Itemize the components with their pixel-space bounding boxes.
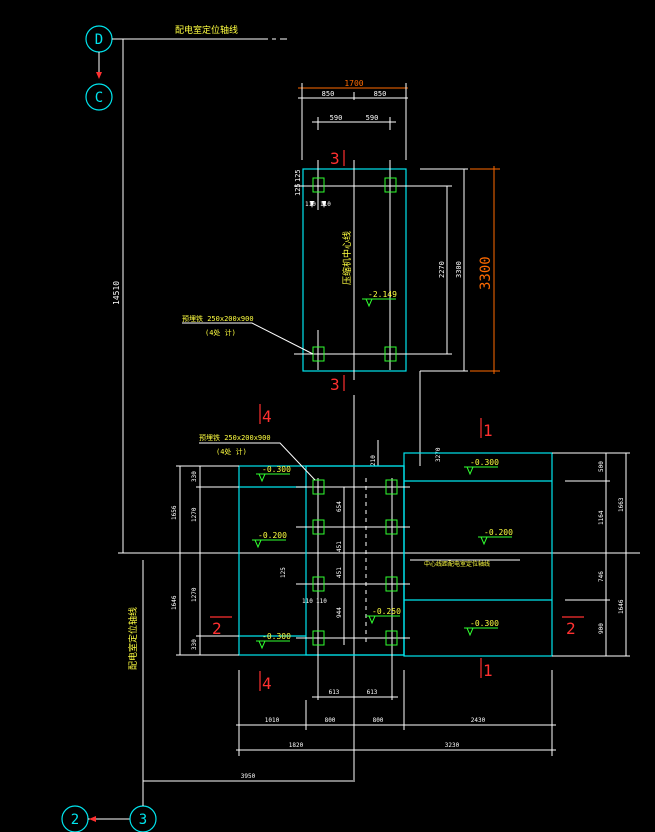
level-b: -0.200 [258,531,287,540]
axis-bubble-2: 2 [61,805,89,832]
dim-3300-big: 3300 [478,256,494,290]
section-1-top: 1 [483,421,493,440]
arrow-head [96,72,102,79]
level-top: -2.149 [368,290,397,299]
level-e: -0.200 [484,528,513,537]
arrow-head [89,816,96,822]
dim-613b: 613 [367,689,378,696]
embed-note-top: 预埋铁 250x200x900 [182,314,254,323]
section-1-bottom: 1 [483,661,493,680]
dim-1820: 1820 [289,742,304,749]
dim-590-right: 590 [366,114,379,122]
axis-line-label-left: 配电室定位轴线 [127,607,139,670]
dim-1164: 1164 [598,510,605,525]
dim-850-left: 850 [322,90,335,98]
axis-line-label-top: 配电室定位轴线 [175,24,238,36]
dim-330b: 330 [191,639,198,650]
dim-110d: 110 [316,598,327,605]
dim-451b: 451 [336,567,343,578]
dim-1663: 1663 [618,497,625,512]
dim-1656: 1656 [171,505,178,520]
dim-14510: 14510 [112,281,121,305]
section-3-bottom: 3 [330,375,340,394]
bottom-grid [296,478,410,700]
top-foundation [294,160,440,380]
dim-500: 500 [598,461,605,472]
svg-text:3: 3 [139,812,147,828]
level-d: -0.300 [470,458,499,467]
dim-330a: 330 [191,471,198,482]
svg-text:D: D [95,32,103,48]
dim-210: 210 [370,455,377,466]
dim-2430: 2430 [471,717,486,724]
dim-944: 944 [336,607,343,618]
bottom-left-dims [176,465,239,656]
section-2-left: 2 [212,619,222,638]
dim-800a: 800 [325,717,336,724]
embed-note-bottom: 预埋铁 250x200x900 [199,433,271,442]
dim-125: 125 [280,567,287,578]
dim-3230: 3230 [445,742,460,749]
dim-1646-right: 1646 [618,599,625,614]
embed-plate [384,346,397,362]
dim-3270: 3270 [435,447,442,462]
axis-bubble-3: 3 [129,805,157,832]
dim-654: 654 [336,501,343,512]
axis-bubble-c: C [85,83,113,111]
dim-746: 746 [598,571,605,582]
dim-1646-left: 1646 [171,595,178,610]
dim-125a: 125 [294,183,302,196]
dim-1010: 1010 [265,717,280,724]
compressor-center-label: 压缩机中心线 [341,231,353,285]
dim-613a: 613 [329,689,340,696]
leader-line [199,442,316,481]
svg-text:C: C [95,90,103,106]
dim-800b: 800 [373,717,384,724]
bottom-foundation [238,452,553,657]
section-4-bottom: 4 [262,674,272,693]
embed-plates-bottom [312,479,398,646]
embed-note-bottom-count: (4处 计) [216,447,247,456]
top-right-dims [420,168,468,372]
dim-3950: 3950 [241,773,256,780]
dim-3300: 3300 [455,261,463,278]
dim-2270: 2270 [438,261,446,278]
level-f: -0.250 [372,607,401,616]
dim-110c: 110 [302,598,313,605]
level-a: -0.300 [262,465,291,474]
axis-bubble-d: D [85,25,113,53]
reference-lines [112,38,640,806]
level-c: -0.300 [262,632,291,641]
dim-1270b: 1270 [191,587,198,602]
dim-125b: 125 [294,169,302,182]
dim-1270a: 1270 [191,507,198,522]
dim-1700: 1700 [344,79,363,88]
section-3-top: 3 [330,149,340,168]
top-dims [298,83,408,160]
embed-note-top-count: (4处 计) [205,328,236,337]
leader-line [182,322,314,355]
section-2-right: 2 [566,619,576,638]
level-mark [362,298,396,308]
dim-590-left: 590 [330,114,343,122]
bottom-right-dims [552,452,630,657]
dim-451a: 451 [336,541,343,552]
svg-text:2: 2 [71,812,79,828]
bottom-horizontal-dims [236,670,556,756]
embed-plate [384,177,397,193]
section-4-top: 4 [262,407,272,426]
level-g: -0.300 [470,619,499,628]
dim-110b: 110 [320,201,331,208]
dim-850-right: 850 [374,90,387,98]
dim-900: 900 [598,623,605,634]
level-marks [252,466,512,650]
center-note: 中心线距配电室定位轴线 [424,560,490,568]
dim-110a: 110 [305,201,316,208]
embed-plate [312,177,325,193]
